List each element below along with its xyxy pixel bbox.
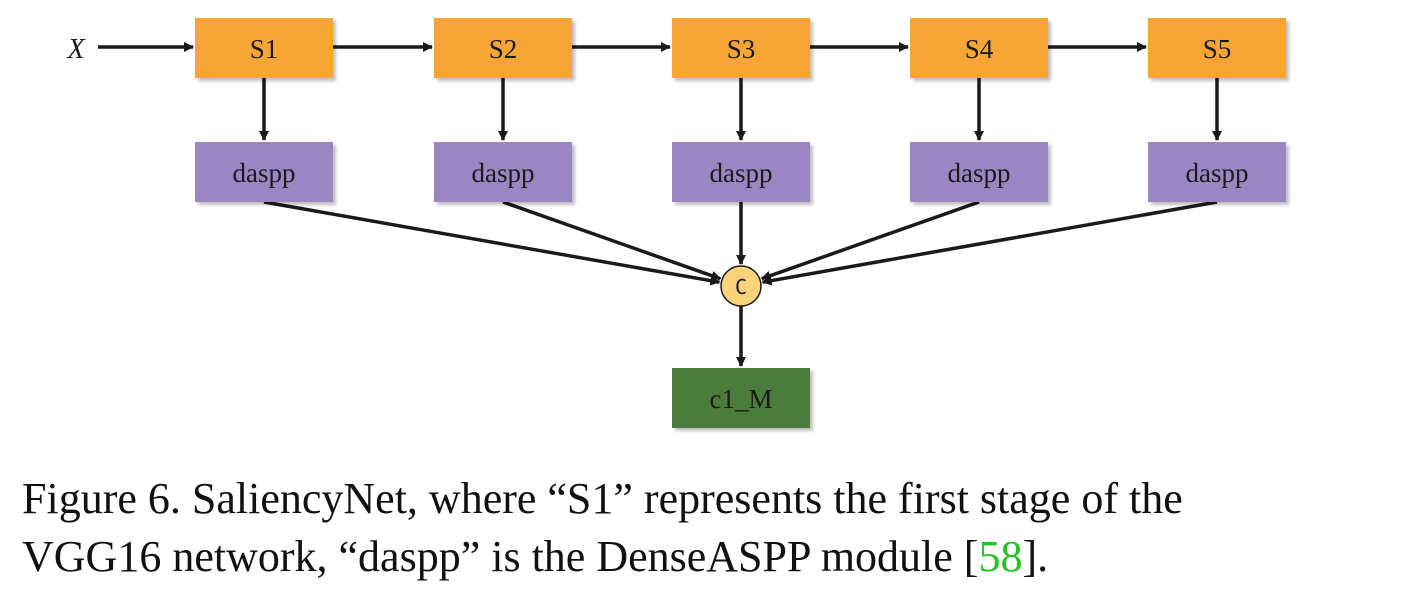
vgg16-stages: S1 S2 S3 S4 S5	[195, 18, 1286, 78]
stage-label: S1	[250, 34, 279, 64]
daspp-box	[910, 142, 1048, 202]
stage-box	[672, 18, 810, 78]
daspp-node-3: daspp	[672, 142, 810, 202]
concat-label: C	[735, 275, 747, 299]
arrow-daspp4-to-concat	[760, 200, 980, 281]
arrow-daspp2-to-concat	[502, 200, 722, 281]
daspp-box	[195, 142, 333, 202]
stage-box	[434, 18, 572, 78]
daspp-node-2: daspp	[434, 142, 572, 202]
stage-label: S3	[727, 34, 756, 64]
daspp-label: daspp	[710, 158, 773, 188]
caption-line-2-prefix: VGG16 network, “daspp” is the DenseASPP …	[22, 532, 979, 581]
stage-node-4: S4	[910, 18, 1048, 78]
output-box	[672, 368, 810, 428]
daspp-label: daspp	[233, 158, 296, 188]
daspp-box	[672, 142, 810, 202]
input-label: X	[66, 34, 85, 65]
daspp-modules: daspp daspp daspp daspp daspp	[195, 142, 1286, 202]
saliencynet-diagram: X S1 S2 S3 S4 S5 daspp daspp daspp daspp daspp C…	[66, 18, 1286, 428]
arrow-daspp5-to-concat	[761, 200, 1218, 286]
concat-circle	[720, 265, 762, 307]
daspp-box	[434, 142, 572, 202]
output-label: c1_M	[710, 384, 773, 414]
daspp-node-1: daspp	[195, 142, 333, 202]
stage-node-5: S5	[1148, 18, 1286, 78]
caption-line-2: VGG16 network, “daspp” is the DenseASPP …	[22, 528, 1392, 586]
arrows	[98, 42, 1222, 367]
figure-caption: Figure 6. SaliencyNet, where “S1” repres…	[22, 470, 1392, 586]
daspp-label: daspp	[948, 158, 1011, 188]
caption-line-2-suffix: ].	[1022, 532, 1049, 581]
daspp-box	[1148, 142, 1286, 202]
daspp-label: daspp	[1186, 158, 1249, 188]
daspp-label: daspp	[472, 158, 535, 188]
stage-node-3: S3	[672, 18, 810, 78]
stage-node-2: S2	[434, 18, 572, 78]
concat-node: C	[720, 265, 762, 307]
reference-link[interactable]: 58	[978, 532, 1023, 581]
stage-label: S4	[965, 34, 994, 64]
stage-box	[1148, 18, 1286, 78]
daspp-node-5: daspp	[1148, 142, 1286, 202]
daspp-node-4: daspp	[910, 142, 1048, 202]
stage-box	[195, 18, 333, 78]
stage-node-1: S1	[195, 18, 333, 78]
stage-label: S2	[489, 34, 518, 64]
caption-line-1: Figure 6. SaliencyNet, where “S1” repres…	[22, 474, 1183, 523]
stage-box	[910, 18, 1048, 78]
output-node: c1_M	[672, 368, 810, 428]
arrow-daspp1-to-concat	[263, 200, 721, 286]
stage-label: S5	[1203, 34, 1232, 64]
